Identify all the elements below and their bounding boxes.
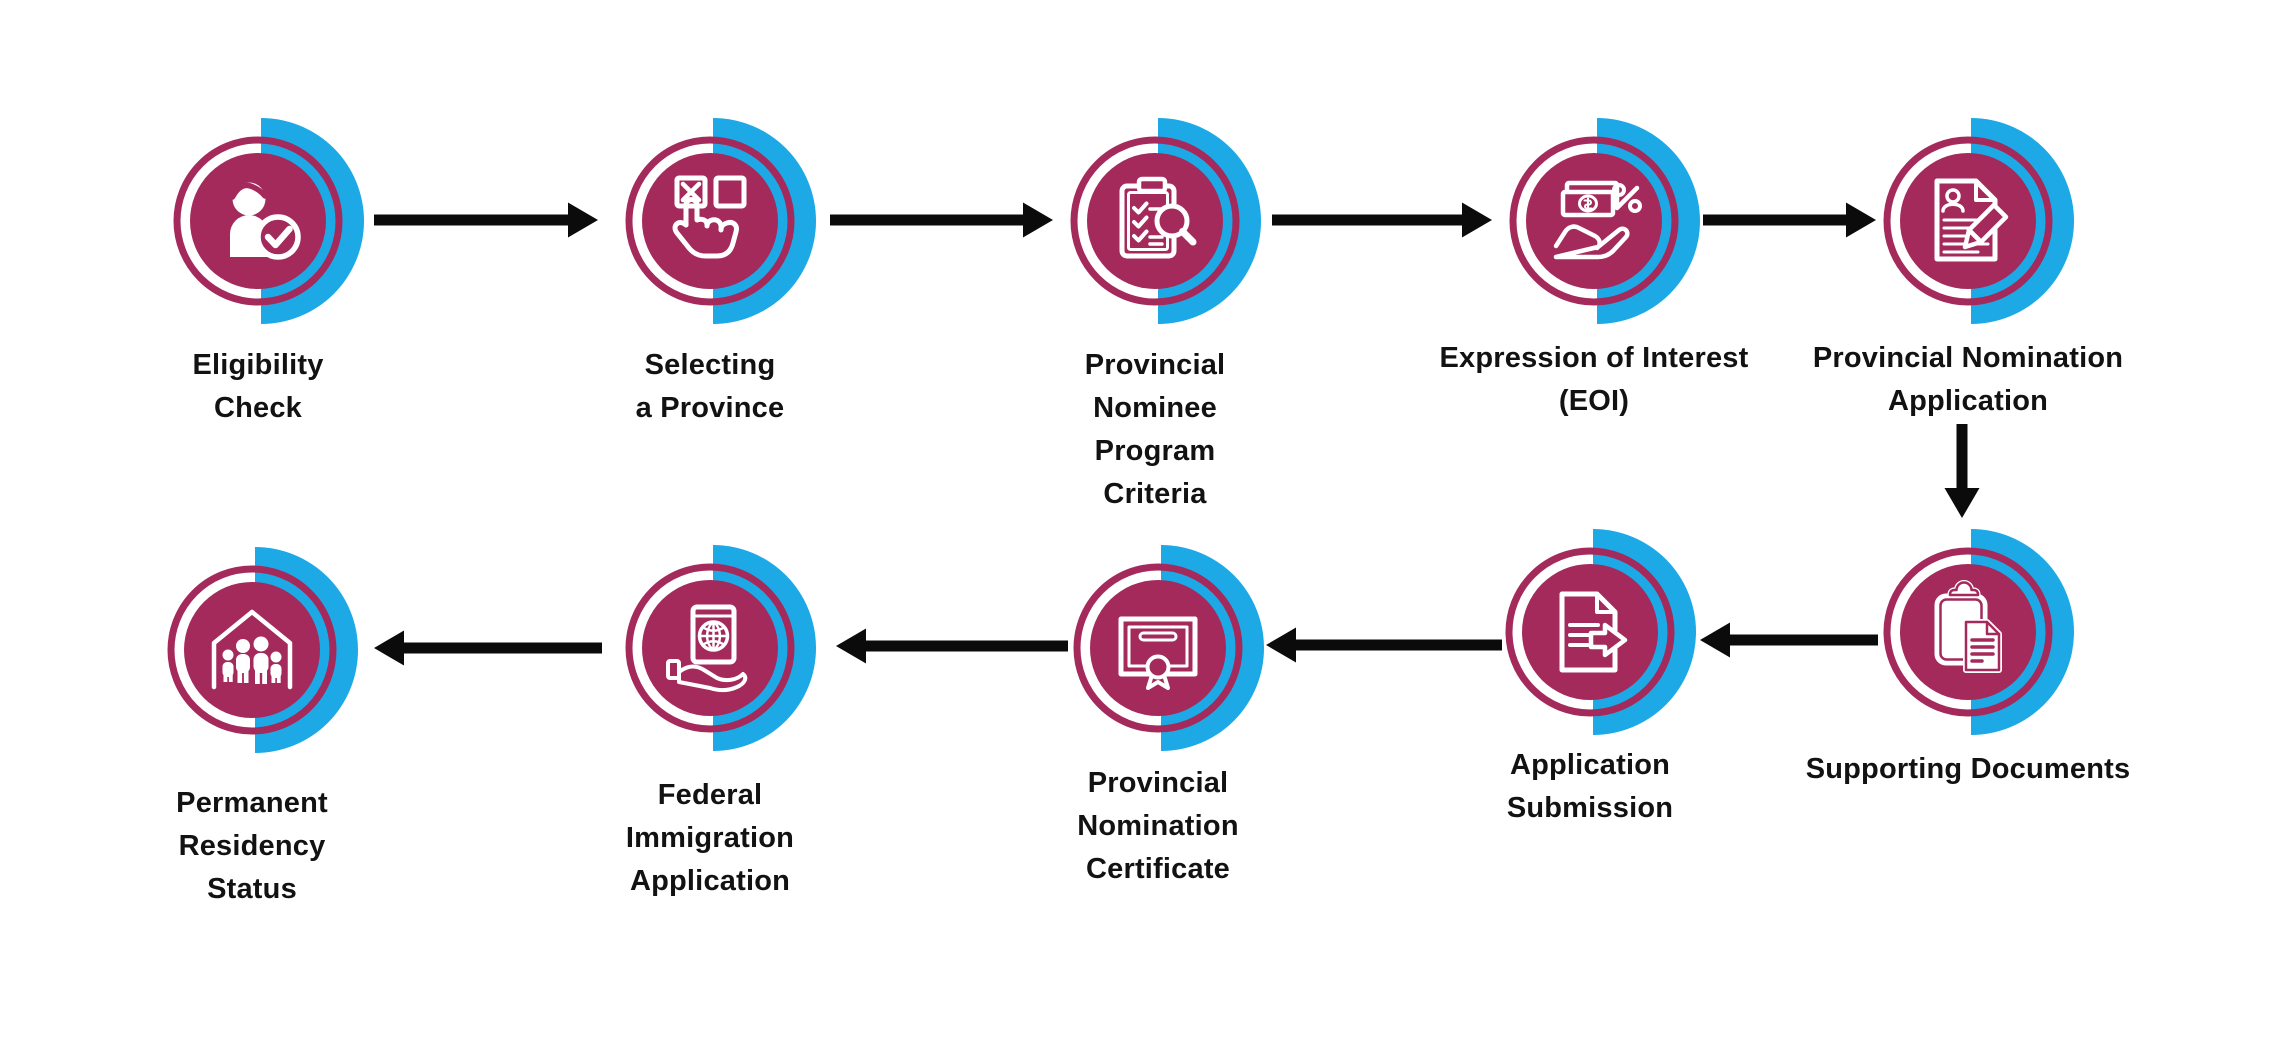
flow-arrow-right	[1703, 202, 1876, 238]
hand-checkbox-icon	[672, 175, 747, 259]
step-label-line: Application	[629, 865, 791, 897]
flow-arrow-left	[836, 628, 1068, 664]
flow-arrow-left	[1266, 627, 1502, 663]
step-label-line: a Province	[635, 392, 785, 424]
badge-outer-ring	[625, 136, 795, 306]
step-label-line: Permanent	[176, 787, 328, 819]
step-label-line: Submission	[1506, 792, 1674, 824]
step-badge	[625, 118, 816, 324]
passport-hand-icon	[666, 604, 748, 693]
step-label-line: Application	[1887, 385, 2049, 417]
badge-outer-ring	[1505, 547, 1675, 717]
badge-outer-ring	[167, 565, 337, 735]
person-check-icon	[229, 182, 301, 260]
clipboard-magnifier-icon	[1119, 176, 1197, 259]
step-badge	[1509, 118, 1700, 324]
clipboard-document-icon	[1934, 580, 2002, 673]
step-label-line: Provincial Nomination	[1812, 342, 2124, 374]
flow-arrow-down	[1944, 424, 1980, 518]
step-label-line: (EOI)	[1558, 385, 1630, 417]
badge-outer-ring	[1509, 136, 1679, 306]
flow-arrow-left	[1700, 622, 1878, 658]
step-label-line: Immigration	[625, 822, 795, 854]
badge-disc	[1090, 580, 1226, 716]
step-label-line: Federal	[657, 779, 763, 811]
family-home-icon	[211, 609, 293, 690]
step-label-line: Certificate	[1085, 853, 1231, 885]
badge-outer-ring	[1883, 136, 2053, 306]
badge-outer-ring	[173, 136, 343, 306]
step-label-line: Provincial	[1087, 767, 1229, 799]
step-label-line: Status	[207, 873, 297, 905]
step-label-line: Program	[1094, 435, 1216, 467]
step-label: Expression of Interest (EOI)	[1334, 337, 1854, 423]
step-label-line: Supporting Documents	[1805, 753, 2131, 785]
step-badge	[173, 118, 364, 324]
step-label: Selecting a Province	[450, 344, 970, 430]
badge-outer-ring	[625, 563, 795, 733]
step-badge	[1883, 529, 2074, 735]
step-label-line: Eligibility	[192, 349, 324, 381]
step-label-line: Nominee	[1093, 392, 1217, 424]
money-hand-icon	[1553, 180, 1642, 260]
badge-outer-ring	[1070, 136, 1240, 306]
badge-outer-ring	[1073, 563, 1243, 733]
step-label-line: Provincial	[1084, 349, 1226, 381]
step-badge	[1505, 529, 1696, 735]
flow-arrow-left	[374, 630, 602, 666]
flow-arrow-right	[830, 202, 1053, 238]
badge-disc	[184, 582, 320, 718]
step-badge	[1070, 118, 1261, 324]
step-badge	[167, 547, 358, 753]
document-pencil-icon	[1934, 178, 2009, 262]
badge-disc	[1526, 153, 1662, 289]
step-label: Supporting Documents	[1708, 748, 2228, 791]
step-label-line: Residency	[178, 830, 326, 862]
flow-arrow-right	[1272, 202, 1492, 238]
step-badge	[1883, 118, 2074, 324]
step-label-line: Expression of Interest	[1439, 342, 1749, 374]
badge-outer-ring	[1883, 547, 2053, 717]
step-badge	[1073, 545, 1264, 751]
step-label-line: Criteria	[1103, 478, 1207, 510]
step-label-line: Nomination	[1077, 810, 1239, 842]
certificate-icon	[1118, 616, 1198, 690]
step-badge	[625, 545, 816, 751]
flow-arrow-right	[374, 202, 598, 238]
document-arrow-icon	[1559, 591, 1628, 673]
step-label-line: Selecting	[644, 349, 776, 381]
step-label-line: Application	[1509, 749, 1671, 781]
step-label-line: Check	[213, 392, 303, 424]
